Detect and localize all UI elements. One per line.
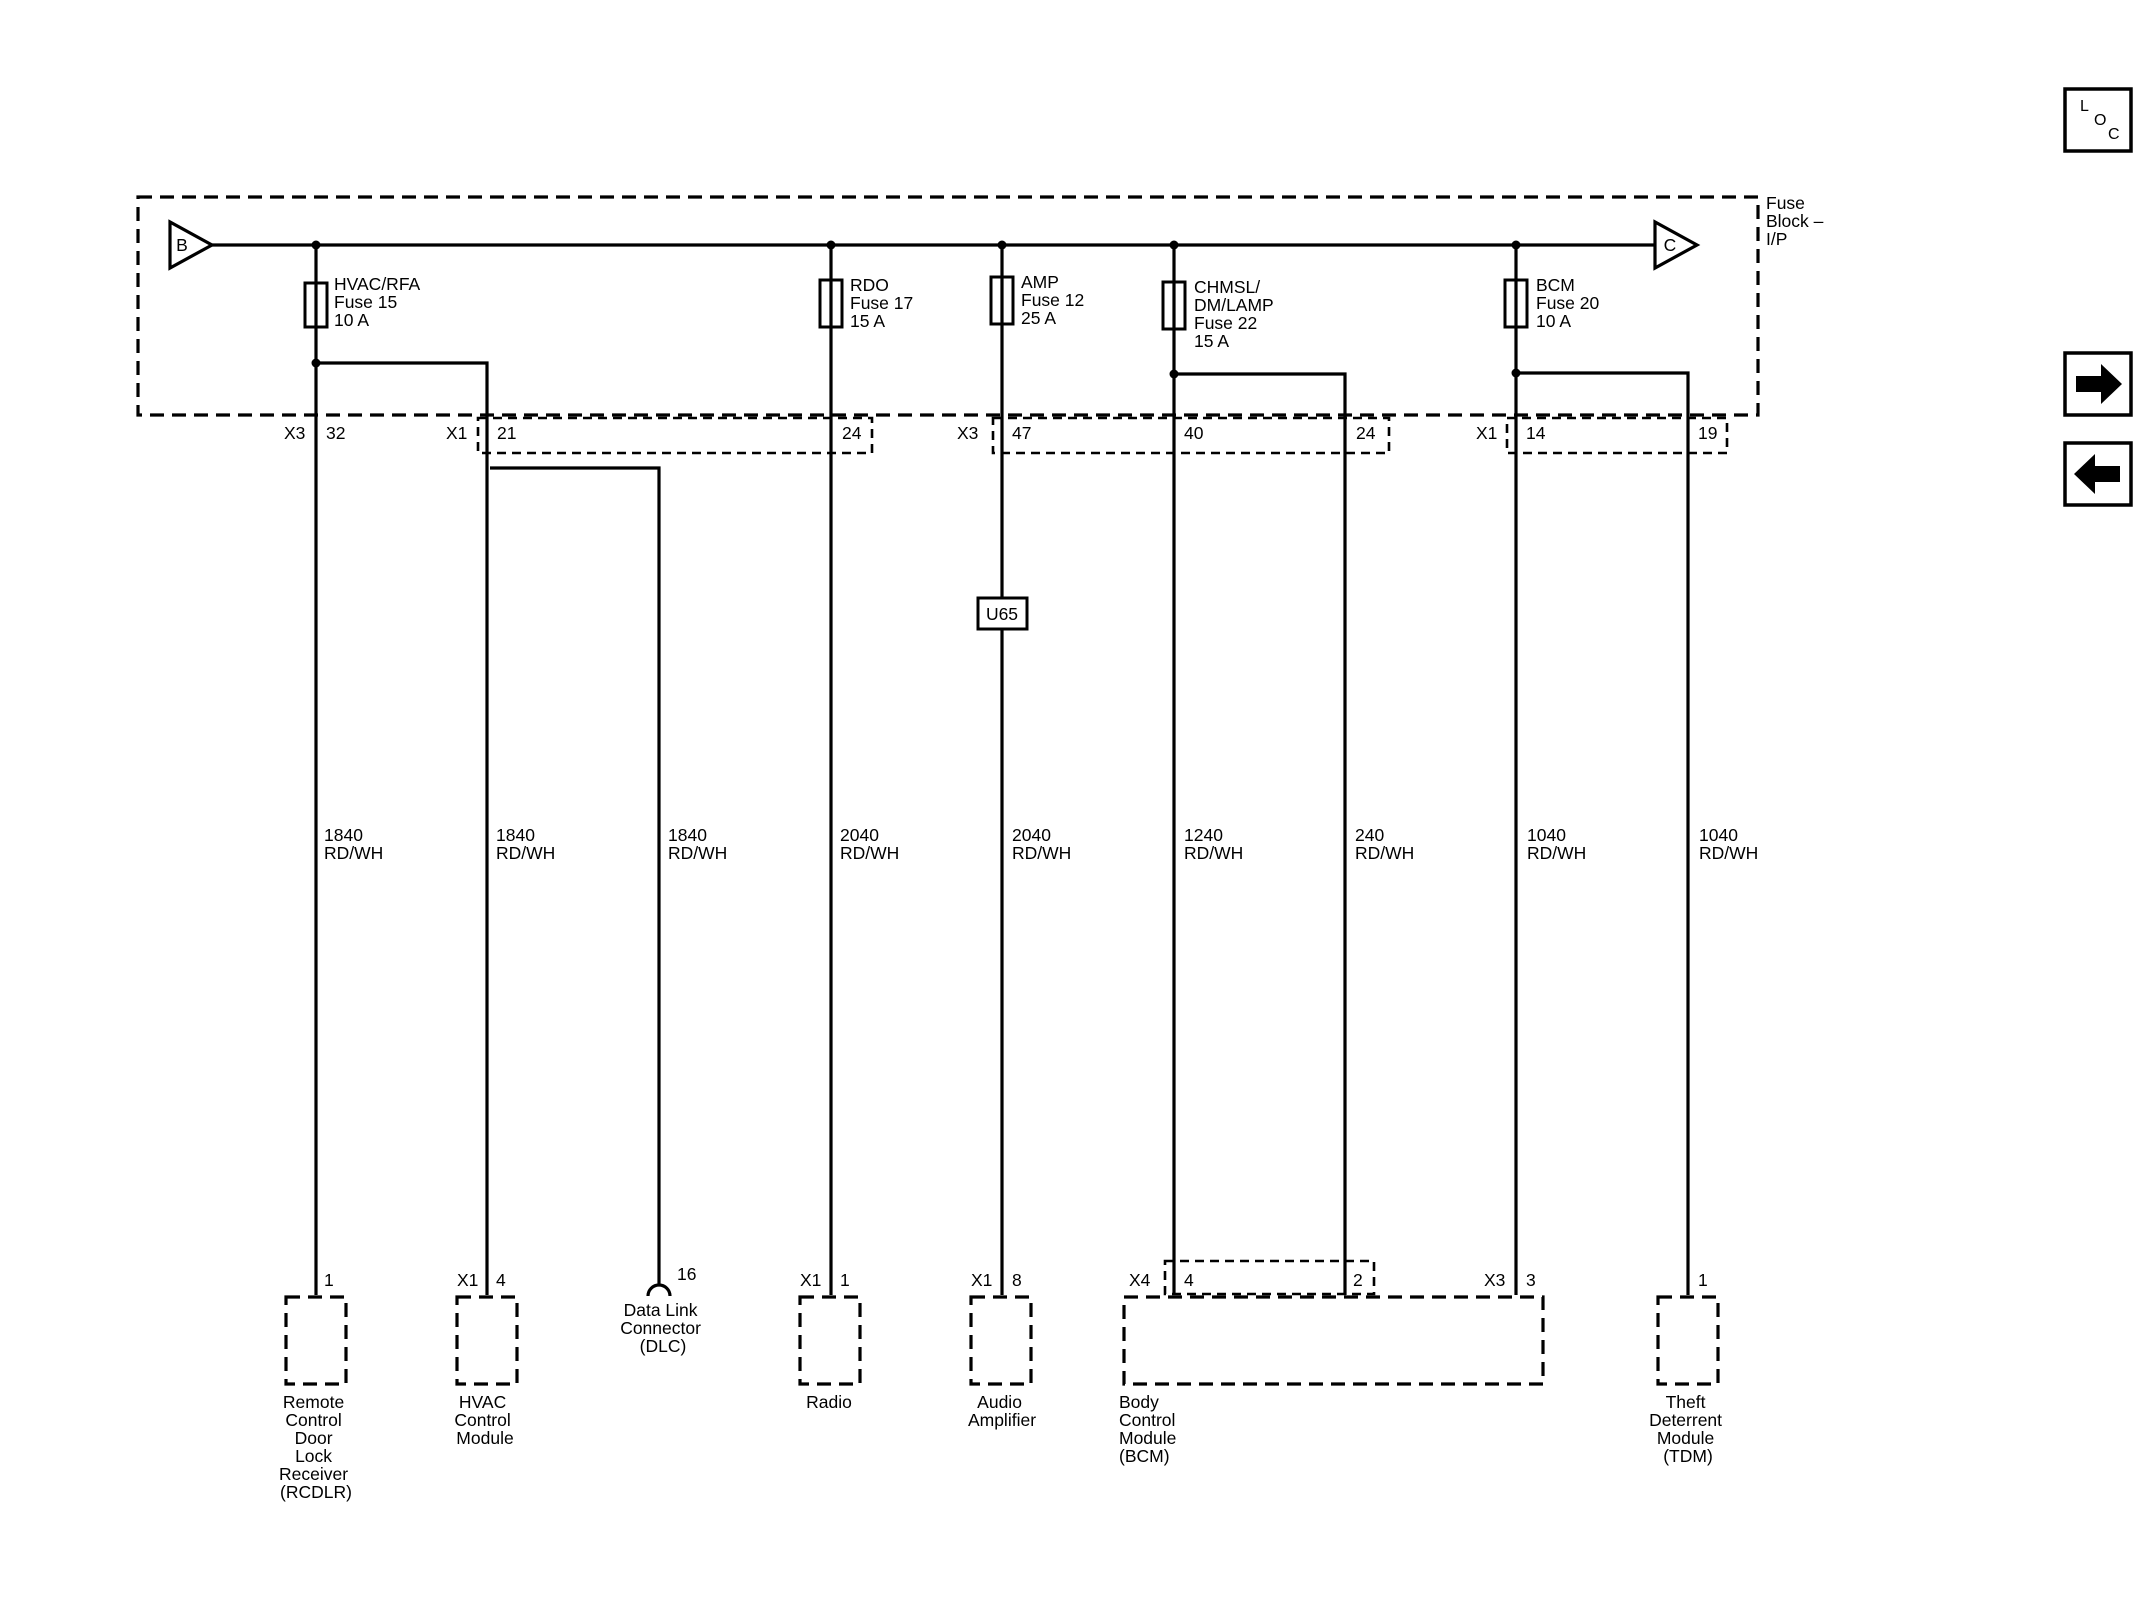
bus-connector-b-icon	[168, 219, 216, 271]
svg-text:O: O	[2094, 112, 2106, 129]
fb-pin-connector: X3	[957, 423, 978, 443]
fuse-12-label: AMP Fuse 12 25 A	[1021, 272, 1089, 328]
component-pin-number: 16	[677, 1264, 696, 1284]
rcdlr-box	[284, 1295, 348, 1386]
fuse-block-connector-x1b	[1505, 416, 1729, 455]
fuse-block-connector-x3	[991, 416, 1391, 455]
component-label-bcm: Body Control Module (BCM)	[1119, 1392, 1181, 1466]
component-pin-connector: X4	[1129, 1270, 1151, 1290]
component-pin-number: 1	[1698, 1270, 1708, 1290]
fuse-17-label: RDO Fuse 17 15 A	[850, 275, 918, 331]
bus-connector-c-label: C	[1664, 235, 1677, 255]
svg-text:C: C	[2108, 126, 2120, 143]
component-label-tdm: Theft Deterrent Module (TDM)	[1649, 1392, 1727, 1466]
bcm-box	[1122, 1295, 1545, 1386]
bcm-connector-x4	[1163, 1259, 1376, 1296]
prev-button[interactable]	[2063, 441, 2133, 507]
component-pin-connector: X1	[971, 1270, 992, 1290]
splice-pack-label: U65	[986, 604, 1018, 624]
fb-pin-number: 24	[842, 423, 862, 443]
fuse-15-label: HVAC/RFA Fuse 15 10 A	[334, 274, 424, 330]
hvac-module-box	[455, 1295, 519, 1386]
audio-amplifier-box	[969, 1295, 1033, 1386]
fuse-block-connector-x1	[476, 416, 874, 455]
fb-pin-connector: X1	[446, 423, 467, 443]
fb-pin-number: 40	[1184, 423, 1204, 443]
arrow-left-icon	[2074, 454, 2120, 494]
fuse-20-label: BCM Fuse 20 10 A	[1536, 275, 1604, 331]
component-label-hvac: HVAC Control Module	[454, 1392, 515, 1448]
fuse-block-outline	[136, 195, 1760, 417]
component-pin-number: 2	[1353, 1270, 1363, 1290]
component-pin-number: 8	[1012, 1270, 1022, 1290]
fb-pin-number: 21	[497, 423, 516, 443]
wire-hvac-module	[316, 361, 489, 1295]
wire-tdm	[1516, 371, 1690, 1295]
fb-pin-connector: X3	[284, 423, 305, 443]
component-label-dlc: Data Link Connector (DLC)	[620, 1300, 706, 1356]
component-pin-number: 3	[1526, 1270, 1536, 1290]
arrow-right-icon	[2076, 364, 2122, 404]
fb-pin-number: 19	[1698, 423, 1717, 443]
loc-button[interactable]: L O C	[2063, 87, 2133, 153]
component-pin-number: 1	[324, 1270, 334, 1290]
component-pin-number: 4	[1184, 1270, 1194, 1290]
wire-bcm-x4-2	[1174, 372, 1347, 1295]
component-label-amplifier: Audio Amplifier	[968, 1392, 1036, 1430]
fuse-block-label: Fuse Block – I/P	[1766, 193, 1828, 249]
fb-pin-number: 47	[1012, 423, 1031, 443]
radio-box	[798, 1295, 862, 1386]
component-pin-connector: X3	[1484, 1270, 1505, 1290]
fb-pin-number: 14	[1526, 423, 1546, 443]
tdm-box	[1656, 1295, 1720, 1386]
wire-dlc	[490, 466, 661, 1284]
fb-pin-number: 24	[1356, 423, 1376, 443]
fuse-22-label: CHMSL/ DM/LAMP Fuse 22 15 A	[1194, 277, 1278, 351]
bus-connector-c-icon	[1653, 219, 1701, 271]
component-pin-number: 4	[496, 1270, 506, 1290]
svg-text:L: L	[2080, 98, 2089, 115]
component-pin-connector: X1	[800, 1270, 821, 1290]
fb-pin-connector: X1	[1476, 423, 1497, 443]
component-label-rcdlr: Remote Control Door Lock Receiver (RCDLR…	[279, 1392, 353, 1502]
fb-pin-number: 32	[326, 423, 345, 443]
dlc-terminal-icon	[646, 1283, 672, 1297]
component-pin-connector: X1	[457, 1270, 478, 1290]
bus-connector-b-label: B	[176, 235, 188, 255]
component-pin-number: 1	[840, 1270, 850, 1290]
next-button[interactable]	[2063, 351, 2133, 417]
component-label-radio: Radio	[806, 1392, 852, 1412]
